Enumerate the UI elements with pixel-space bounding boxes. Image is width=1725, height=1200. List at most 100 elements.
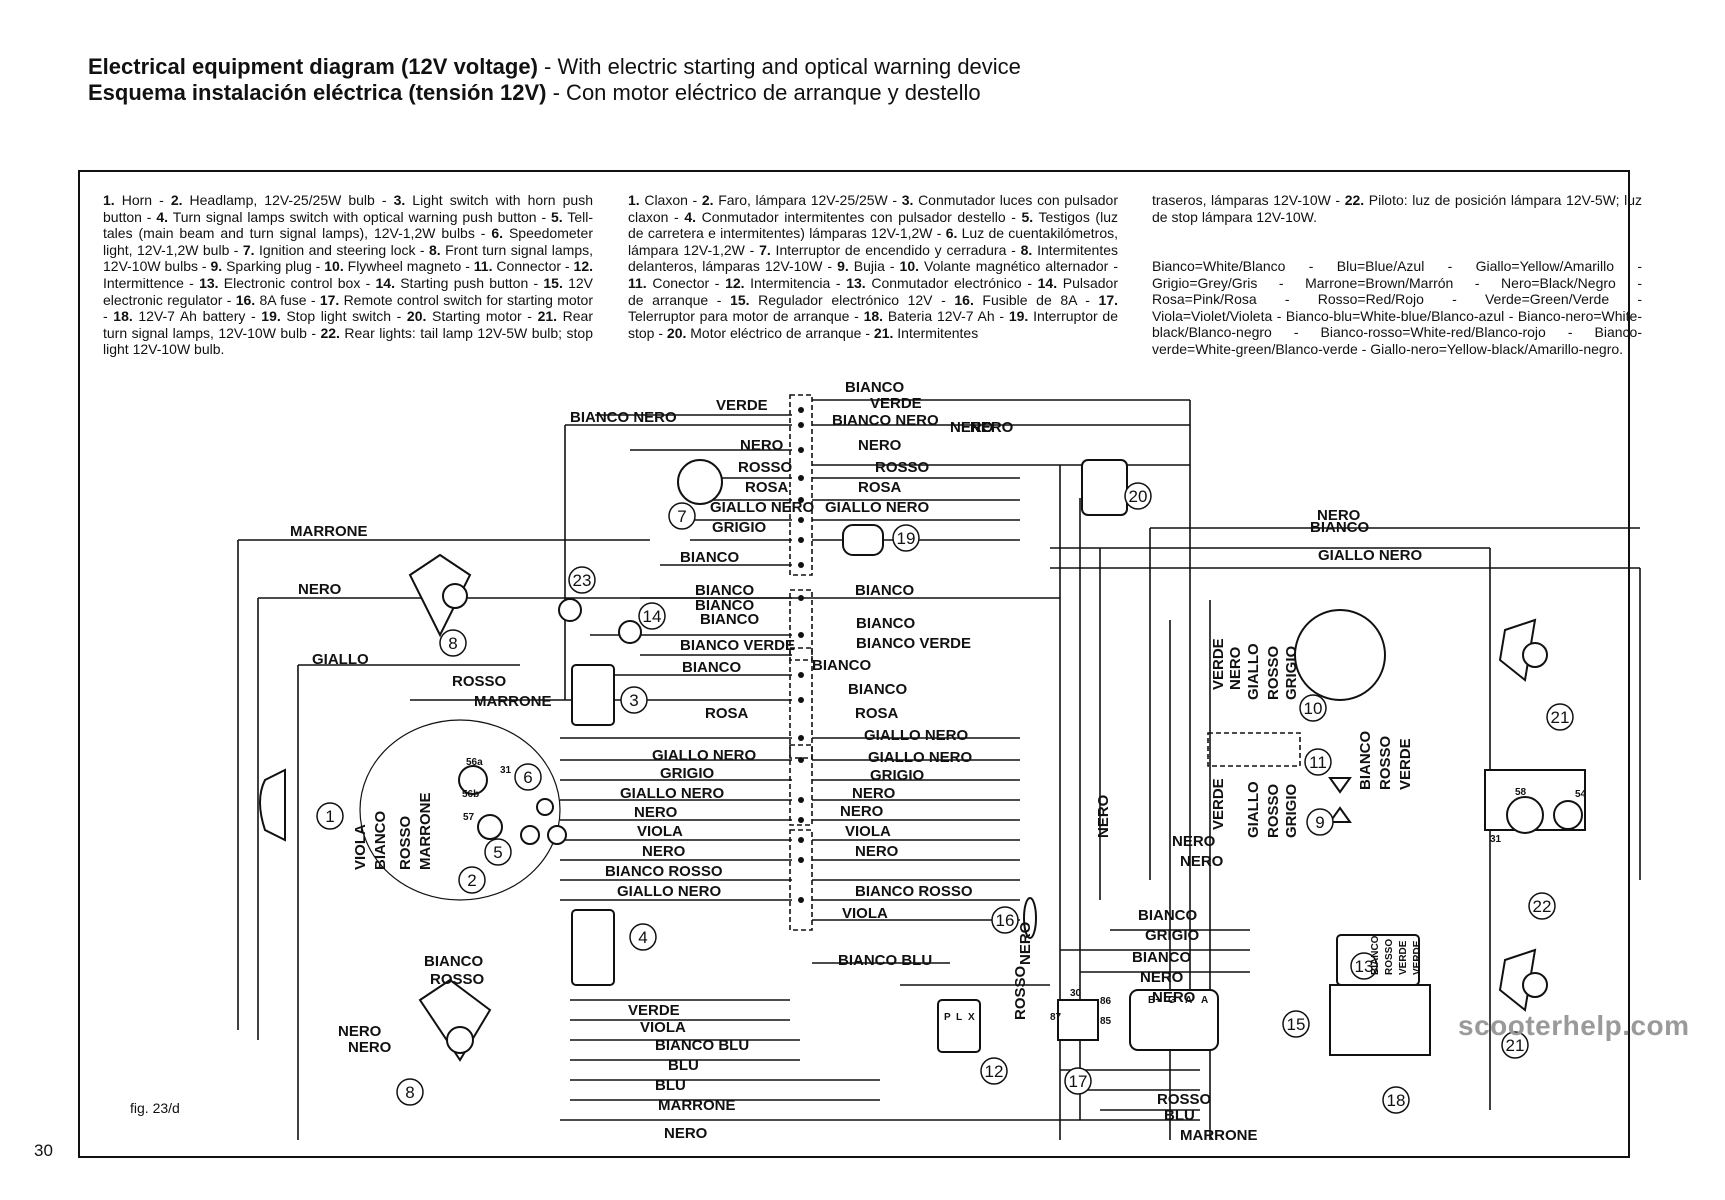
wire-label-grigio: GRIGIO (1145, 927, 1200, 944)
legend-item: 9. Bujia - (837, 258, 900, 275)
light-switch-body (571, 664, 615, 726)
vertical-wire-label-rosso: ROSSO (1377, 735, 1394, 790)
wire-label-bianco-nero: BIANCO NERO (832, 412, 939, 429)
wire-label-bianco: BIANCO (855, 582, 914, 599)
callout-number: 7 (677, 507, 686, 526)
callout-number: 9 (1315, 813, 1324, 832)
legend-item: 1. Claxon - (628, 192, 702, 208)
component-callout-15: 15 (1282, 1010, 1310, 1038)
vertical-wire-label-verde: VERDE (1210, 638, 1227, 690)
wire-label-nero: NERO (852, 785, 896, 802)
component-callout-18: 18 (1382, 1086, 1410, 1114)
terminal-label-control_box: VERDE (1412, 940, 1423, 975)
wire-label-nero: NERO (298, 581, 342, 598)
tail-lamp-bulb (1506, 796, 1544, 834)
wire-label-blu: BLU (1164, 1107, 1195, 1124)
component-callout-9: 9 (1306, 808, 1334, 836)
legend-item: 19. Interruptor de stop - (628, 308, 1118, 341)
tell-tale-lamp-b (547, 825, 567, 845)
legend-item: 11. Conector - (628, 274, 726, 291)
wire-label-viola: VIOLA (845, 823, 891, 840)
callout-circle (484, 838, 512, 866)
wire-label-grigio: GRIGIO (870, 767, 925, 784)
legend-item: 17. Remote control switch for starting m… (103, 291, 593, 325)
wire-label-marrone: MARRONE (290, 523, 368, 540)
stop-lamp-bulb (1553, 800, 1583, 830)
legend-item: 5. Tell-tales (main beam and turn signal… (103, 208, 593, 242)
component-callout-2: 2 (458, 866, 486, 894)
wire-label-giallo-nero: GIALLO NERO (620, 785, 724, 802)
wire-label-nero: NERO (950, 419, 994, 436)
vertical-wire-label-nero: NERO (1017, 921, 1034, 965)
wire-label-giallo-nero: GIALLO NERO (617, 883, 721, 900)
wire-label-nero: NERO (1172, 833, 1216, 850)
component-callout-19: 19 (892, 524, 920, 552)
vertical-wire-label-rosso: ROSSO (1265, 783, 1282, 838)
wire-label-rosso: ROSSO (875, 459, 930, 476)
callout-number: 8 (448, 634, 457, 653)
regulator (1129, 989, 1219, 1051)
wire-label-bianco-nero: BIANCO NERO (570, 409, 677, 426)
callout-number: 5 (493, 843, 502, 862)
wire-label-rosa: ROSA (855, 705, 899, 722)
wire-label-verde: VERDE (870, 395, 922, 412)
component-callout-22: 22 (1528, 892, 1556, 920)
legend-item: 13. Conmutador electrónico - (846, 274, 1038, 291)
connector-pins (798, 407, 804, 903)
legend-item: 10. Volante magnético alternador - (899, 258, 1118, 275)
legend-item: 13. Electronic control box - (199, 274, 376, 291)
component-callout-8: 8 (439, 629, 467, 657)
callout-number: 15 (1287, 1015, 1306, 1034)
connector-block-mid2 (789, 647, 813, 759)
callout-circle (620, 686, 648, 714)
callout-number: 18 (1387, 1091, 1406, 1110)
wire-label-rosso: ROSSO (1157, 1091, 1212, 1108)
legend-item: 14. Starting push button - (375, 274, 544, 291)
connector-block-mid1 (789, 589, 813, 661)
relay (1057, 999, 1099, 1041)
legend-item: 3. Light switch with horn push button - (103, 192, 593, 225)
legend-item: 2. Faro, lámpara 12V-25/25W - (701, 192, 902, 208)
wire-label-nero: NERO (1317, 507, 1361, 524)
wire-label-nero: NERO (1152, 989, 1196, 1006)
wire-label-viola: VIOLA (640, 1019, 686, 1036)
component-callout-17: 17 (1064, 1067, 1092, 1095)
vertical-wire-label-rosso: ROSSO (397, 815, 414, 870)
callout-circle (980, 1057, 1008, 1085)
wire-label-giallo-nero: GIALLO NERO (825, 499, 929, 516)
legend-item: 2. Headlamp, 12V-25/25W bulb - (170, 192, 394, 208)
component-callout-3: 3 (620, 686, 648, 714)
vertical-wire-label-viola: VIOLA (352, 824, 369, 870)
wire-label-nero: NERO (1140, 969, 1184, 986)
wire-label-bianco-verde: BIANCO VERDE (856, 635, 971, 652)
legend-item: 7. Ignition and steering lock - (242, 241, 429, 258)
figure-label: fig. 23/d (130, 1100, 180, 1116)
wire-label-giallo-nero: GIALLO NERO (864, 727, 968, 744)
terminal-label-intermittence: P (944, 1012, 951, 1023)
terminal-label-speedo_lamp: 31 (500, 765, 512, 776)
wire-label-bianco-blu: BIANCO BLU (838, 952, 932, 969)
wire-label-bianco: BIANCO (424, 953, 483, 970)
vertical-wire-label-rosso: ROSSO (1265, 645, 1282, 700)
callout-number: 20 (1129, 487, 1148, 506)
rear-turn-bulb-upper (1522, 642, 1548, 668)
callout-circle (458, 866, 486, 894)
callout-circle (396, 1078, 424, 1106)
wire-label-nero: NERO (664, 1125, 708, 1142)
wire-label-nero: NERO (840, 803, 884, 820)
component-callout-10: 10 (1299, 694, 1327, 722)
headlamp-outline (359, 719, 561, 901)
callout-circle (629, 923, 657, 951)
legend-item: 14. Pulsador de arranque - (628, 274, 1118, 308)
vertical-wire-label-giallo: GIALLO (1245, 643, 1262, 700)
speedo-lamp (458, 765, 488, 795)
wire-label-bianco-rosso: BIANCO ROSSO (605, 863, 723, 880)
terminal-label-speedo_lamp: 56a (466, 757, 483, 768)
callout-circle (568, 566, 596, 594)
callout-circle (1304, 748, 1332, 776)
callout-number: 21 (1551, 708, 1570, 727)
terminal-label-relay: 86 (1100, 996, 1112, 1007)
callout-circle (316, 802, 344, 830)
legend-item: 8. Intermitentes delanteros, lámparas 12… (628, 241, 1119, 275)
wire-label-verde: VERDE (628, 1002, 680, 1019)
